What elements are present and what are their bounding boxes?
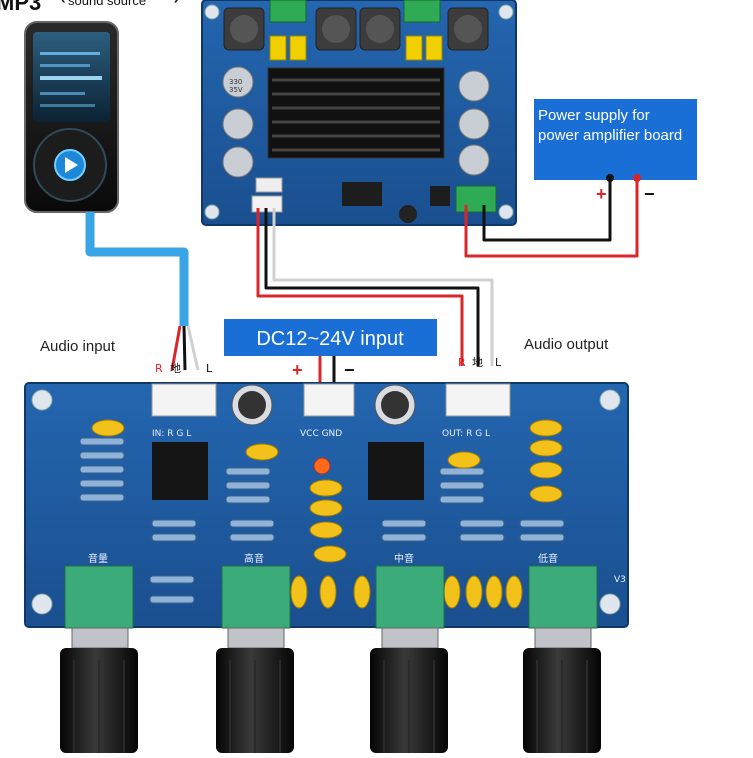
silk-knob3: 中音: [394, 552, 414, 565]
out-gnd-label: 地: [472, 356, 483, 369]
silk-knob1: 音量: [88, 552, 108, 565]
svg-text:35V: 35V: [229, 86, 243, 94]
play-icon: [65, 157, 78, 173]
power-connector: [303, 383, 355, 417]
ps-minus: −: [644, 184, 655, 204]
dc-minus: −: [344, 360, 355, 380]
silk-knob4: 低音: [538, 552, 558, 565]
svg-text:330: 330: [229, 78, 242, 86]
knobs: [60, 627, 601, 753]
dc-plus: +: [292, 360, 303, 380]
in-r-label: R: [155, 362, 163, 375]
silk-in: IN: R G L: [152, 429, 191, 439]
in-gnd-label: 地: [170, 362, 181, 375]
silk-vcc-gnd: VCC GND: [300, 429, 342, 439]
out-r-label: R: [458, 356, 466, 369]
input-connector: [151, 383, 217, 417]
ps-plus: +: [596, 184, 607, 204]
wires: [85, 178, 639, 390]
dc-input-box: [224, 319, 437, 356]
silk-version: V3: [614, 575, 626, 585]
silk-knob2: 高音: [244, 552, 264, 565]
audio-output-label: Audio output: [524, 336, 609, 353]
source-label-small: sound source: [68, 0, 146, 8]
svg-text:(: (: [58, 0, 66, 3]
power-supply-box: [534, 99, 697, 180]
in-l-label: L: [206, 362, 213, 375]
mp3-player: [24, 21, 119, 213]
heatsink-icon: [267, 67, 445, 159]
audio-input-label: Audio input: [40, 338, 116, 355]
svg-text:): ): [174, 0, 181, 3]
silk-out: OUT: R G L: [442, 429, 490, 439]
dc-input-label: DC12~24V input: [256, 328, 404, 350]
power-supply-label: Power supply for power amplifier board: [538, 107, 683, 144]
source-label-big: MP3: [0, 0, 41, 15]
tone-control-board: IN: R G L VCC GND OUT: R G L 音量 高音 中音 低音…: [24, 382, 629, 628]
output-connector: [445, 383, 511, 417]
out-l-label: L: [495, 356, 502, 369]
amplifier-board: 330 35V: [201, 0, 517, 226]
